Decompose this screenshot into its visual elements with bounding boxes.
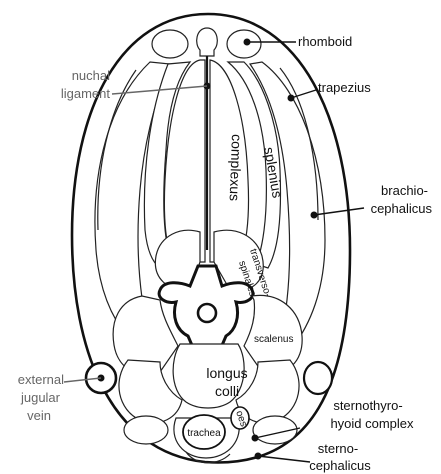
spinal-canal — [198, 304, 216, 322]
right-jugular-oval — [304, 362, 332, 394]
trachea-label: trachea — [187, 428, 221, 439]
ventral-left-oval — [124, 416, 168, 444]
scalenus-label: scalenus — [254, 334, 293, 345]
brachio-label-1: brachio- — [381, 183, 428, 198]
jugular-label-1: external — [18, 372, 64, 387]
dorsal-left-oval — [152, 30, 188, 58]
sterno-label-1: sterno- — [318, 441, 358, 456]
brachio-label-2: cephalicus — [371, 201, 433, 216]
trapezius-label: trapezius — [318, 80, 371, 95]
rhomboid-label: rhomboid — [298, 34, 352, 49]
longus-label-1: longus — [206, 365, 247, 381]
longus-label-2: colli — [215, 383, 239, 399]
sternothyro-label-1: sternothyro- — [333, 398, 402, 413]
rhomboid-oval — [227, 30, 261, 58]
jugular-label-2: jugular — [20, 390, 61, 405]
nuchal-head — [197, 28, 218, 56]
sternothyro-label-2: hyoid complex — [330, 416, 414, 431]
nuchal-label-2: ligament — [61, 86, 111, 101]
sterno-leader — [258, 456, 310, 462]
sterno-label-2: cephalicus — [309, 458, 371, 473]
jugular-label-3: vein — [27, 408, 51, 423]
complexus-label: complexus — [227, 134, 245, 201]
nuchal-label-1: nuchal — [72, 68, 110, 83]
